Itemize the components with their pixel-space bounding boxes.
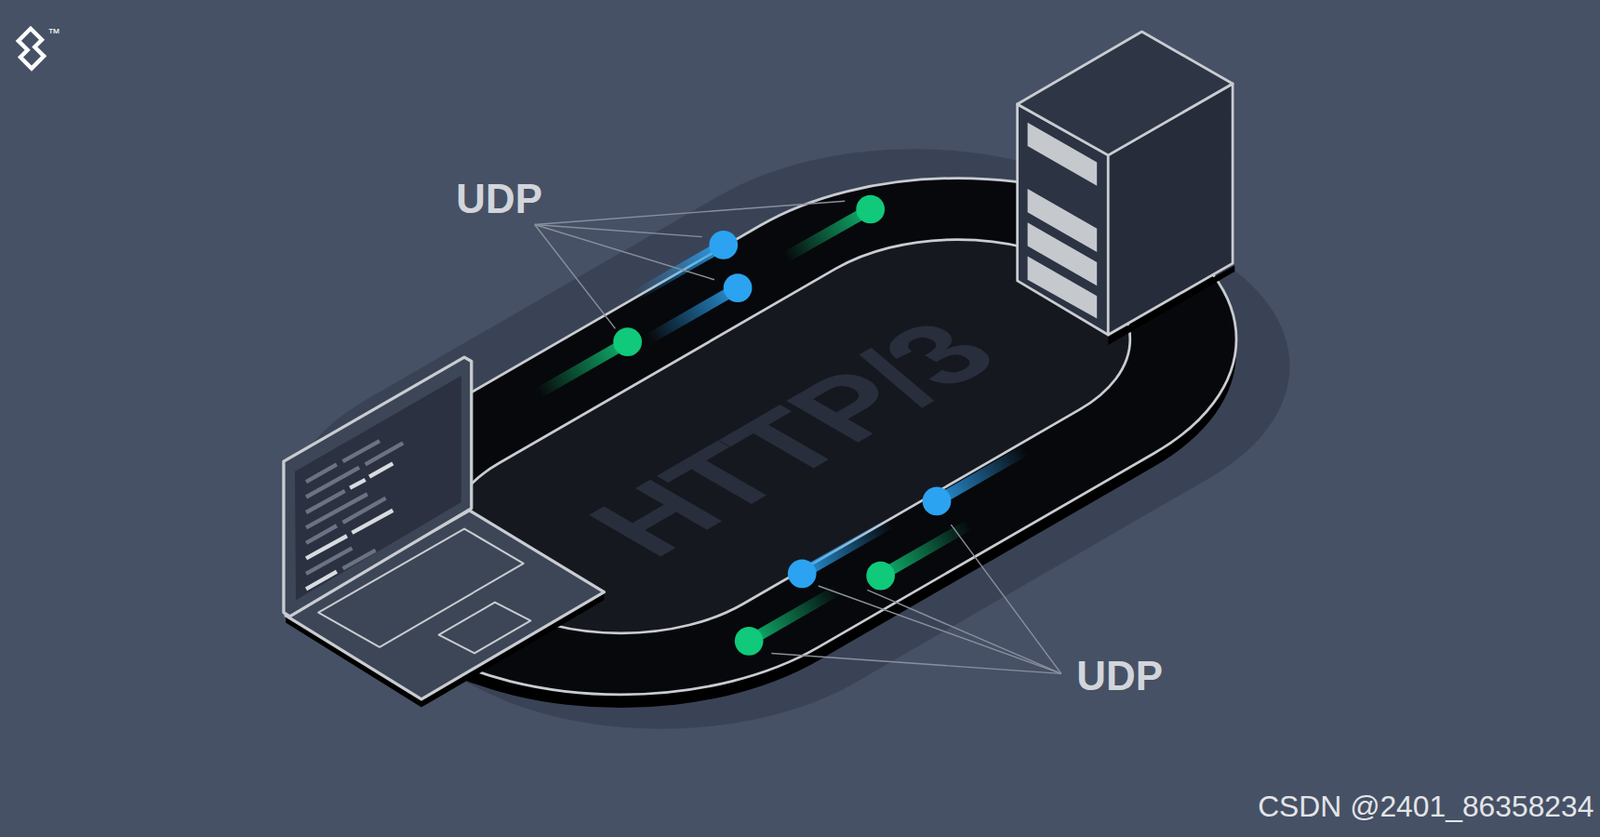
protocol-label: UDP	[1076, 655, 1163, 697]
leader-lines	[534, 200, 1062, 674]
shadow-plate	[172, 82, 1404, 795]
logo-icon	[18, 28, 44, 69]
protocol-label: UDP	[455, 178, 543, 220]
laptop-icon	[283, 357, 604, 707]
server-icon	[1017, 31, 1236, 346]
trademark-mark: ™	[48, 26, 61, 40]
packet-trails	[538, 209, 1026, 641]
watermark: CSDN @2401_86358234	[1257, 792, 1594, 823]
